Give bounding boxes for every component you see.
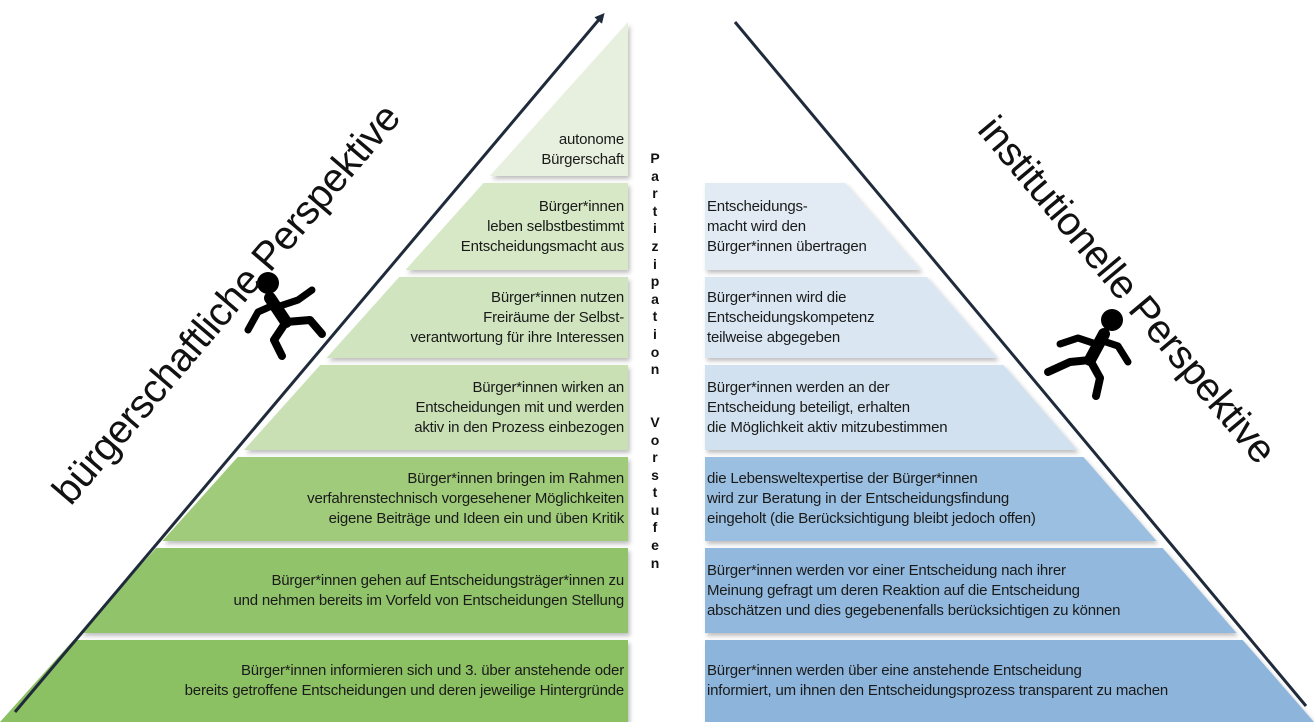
right-falling-line [733, 21, 1308, 707]
left-level-line: leben selbstbestimmt [487, 217, 624, 235]
left-level-line: aktiv in den Prozess einbezogen [414, 418, 624, 436]
left-level-band [244, 365, 628, 450]
left-level-band [326, 277, 628, 358]
left-level-line: Bürger*innen gehen auf Entscheidungsträg… [271, 571, 624, 589]
center-letter: o [650, 431, 660, 448]
center-letter: t [652, 484, 658, 501]
right-level-text: Bürger*innen werden vor einer Entscheidu… [707, 561, 1121, 621]
center-letter: t [652, 202, 658, 219]
left-level-line: bereits getroffene Entscheidungen und de… [184, 682, 625, 699]
left-level-line: verantwortung für ihre Interessen [410, 328, 624, 346]
right-level-line: Bürger*innen wird die [707, 288, 847, 306]
center-letter: s [651, 466, 659, 483]
right-level-line: abschätzen und dies gegebenenfalls berüc… [707, 601, 1121, 619]
left-level-line: Bürger*innen nutzen [491, 288, 624, 306]
left-pyramid-levels [0, 22, 629, 722]
left-level-band [489, 22, 628, 176]
right-level-line: Bürger*innen übertragen [707, 237, 867, 255]
center-letter: u [650, 501, 660, 518]
climbing-person-icon [244, 272, 326, 360]
center-letter: a [651, 290, 659, 307]
left-level-line: eigene Beiträge und Ideen ein und üben K… [328, 510, 625, 527]
right-level-line: Bürger*innen werden über eine anstehende… [707, 662, 1082, 679]
center-letter: f [652, 519, 658, 536]
center-letter [640, 379, 670, 397]
right-level-line: Entscheidungskompetenz [707, 308, 875, 326]
center-letter [640, 396, 670, 414]
left-level-text: Bürger*innen wirken an Entscheidungen mit… [414, 378, 624, 438]
center-letter: i [653, 255, 657, 272]
left-level-line: Entscheidungen mit und werden [415, 398, 624, 416]
right-level-band [705, 457, 1157, 541]
right-level-line: Entscheidung beteiligt, erhalten [707, 398, 910, 416]
left-level-band [405, 183, 628, 270]
left-level-line: Entscheidungsmacht aus [460, 237, 624, 255]
center-letter: e [651, 537, 659, 554]
center-letter: r [652, 449, 658, 466]
right-level-line: macht wird den [707, 217, 806, 235]
center-letter: a [651, 167, 659, 184]
right-level-line: die Möglichkeit aktiv mitzubestimmen [707, 418, 948, 436]
left-level-line: Freiräume der Selbst- [483, 308, 624, 326]
center-letter: p [650, 273, 660, 290]
right-level-band [705, 548, 1237, 633]
right-level-line: Bürger*innen werden an der [707, 378, 890, 396]
right-level-line: wird zur Beratung in der Entscheidungsfi… [707, 490, 1010, 507]
left-rising-arrow [13, 12, 605, 713]
left-level-line: autonome [558, 131, 624, 148]
left-level-line: Bürger*innen bringen im Rahmen [407, 470, 624, 487]
left-level-band [79, 548, 629, 633]
right-level-band [705, 640, 1314, 722]
left-level-line: Bürger*innen informieren sich und 3. übe… [240, 662, 624, 679]
center-letter: V [650, 413, 660, 430]
right-level-line: informiert, um ihnen den Entscheidungspr… [707, 682, 1169, 699]
left-level-band [0, 640, 628, 722]
right-level-text: Bürger*innen werden über eine anstehende… [707, 661, 1168, 701]
left-level-band [162, 457, 628, 541]
left-level-line: Bürger*innen [538, 197, 624, 215]
center-letter: i [653, 220, 657, 237]
left-level-line: Bürger*innen wirken an [472, 378, 624, 396]
right-level-line: Bürger*innen werden vor einer Entscheidu… [707, 561, 1066, 579]
right-level-band [705, 277, 998, 358]
right-level-line: Entscheidungs- [707, 197, 808, 215]
center-letter: r [652, 185, 658, 202]
right-level-band [705, 183, 921, 270]
descending-person-icon [1044, 309, 1132, 400]
left-level-line: verfahrenstechnisch vorgesehener Möglich… [307, 490, 624, 507]
left-level-line: und nehmen bereits im Vorfeld von Entsch… [233, 591, 624, 609]
center-letter: n [650, 554, 660, 571]
left-level-text: Bürger*innen bringen im Rahmen verfahrens… [307, 469, 624, 529]
right-level-line: eingeholt (die Berücksichtigung bleibt j… [707, 510, 1036, 527]
center-letter: i [653, 325, 657, 342]
right-level-line: Meinung gefragt um deren Reaktion auf di… [707, 581, 1080, 599]
right-level-line: teilweise abgegeben [707, 328, 840, 346]
right-level-line: die Lebensweltexpertise der Bürger*innen [707, 470, 978, 487]
right-level-text: die Lebensweltexpertise der Bürger*innen… [707, 469, 1036, 529]
left-level-text: Bürger*innen gehen auf Entscheidungsträg… [233, 571, 624, 611]
left-level-text: Bürger*innen informieren sich und 3. übe… [184, 661, 625, 701]
center-letter: o [650, 343, 660, 360]
center-letter: t [652, 308, 658, 325]
right-level-band [705, 365, 1078, 450]
center-letter: n [650, 361, 660, 378]
left-level-line: Bürgerschaft [541, 151, 624, 168]
center-letter: P [650, 150, 660, 166]
right-pyramid-levels [705, 183, 1314, 722]
center-letter: z [651, 237, 659, 254]
